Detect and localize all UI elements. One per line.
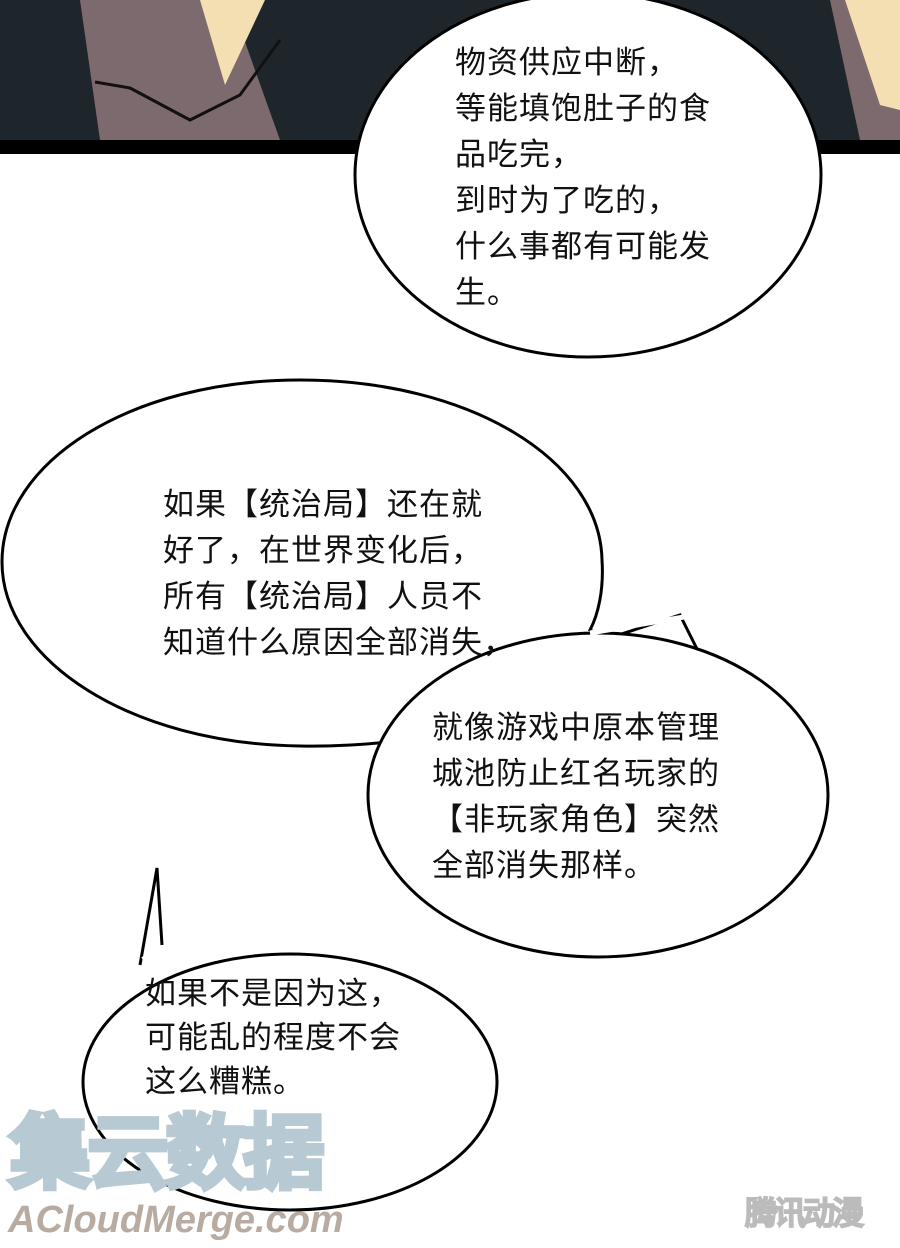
speech-bubble-2 — [0, 378, 613, 748]
speech-bubble-1 — [353, 0, 823, 359]
bubble-4-text: 如果不是因为这， 可能乱的程度不会 这么糟糕。 — [145, 976, 401, 1100]
bubble-3-text: 就像游戏中原本管理 城池防止红名玩家的 【非玩家角色】突然 全部消失那样。 — [432, 710, 720, 884]
bubble-1-text: 物资供应中断， 等能填饱肚子的食 品吃完， 到时为了吃的， 什么事都有可能发 生… — [455, 45, 711, 311]
publisher-logo: 腾讯动漫 — [744, 1194, 865, 1232]
watermark-cn: 集云数据 — [8, 1107, 327, 1200]
watermark-en: ACloudMerge.com — [8, 1199, 344, 1241]
bubble-2-text: 如果【统治局】还在就 好了，在世界变化后， 所有【统治局】人员不 知道什么原因全… — [163, 487, 515, 661]
speech-bubble-4 — [81, 952, 499, 1212]
